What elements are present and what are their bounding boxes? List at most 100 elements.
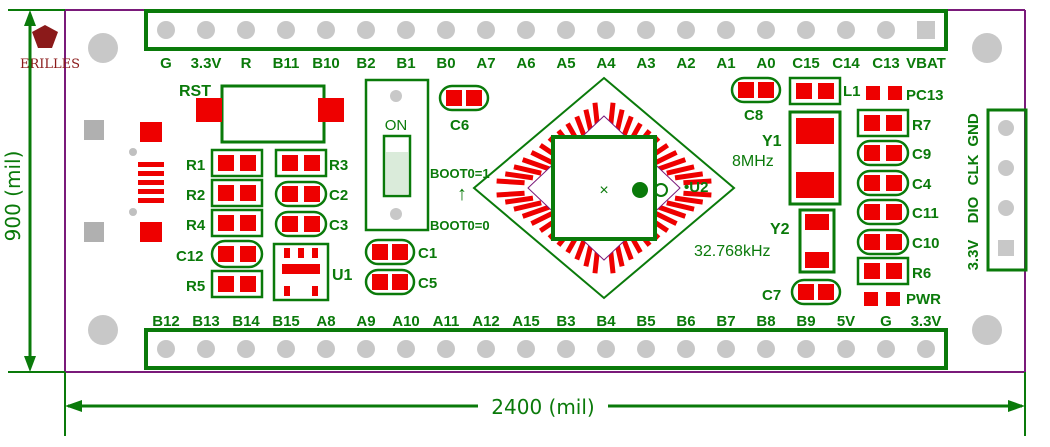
bottom-pin-label: B3	[556, 313, 575, 330]
mcu-pin	[513, 164, 542, 176]
header-pin	[797, 21, 815, 39]
header-pin	[877, 21, 895, 39]
component-c5: C5	[364, 268, 437, 296]
header-pin	[557, 340, 575, 358]
header-pin	[277, 21, 295, 39]
top-pin-label: A6	[516, 55, 535, 72]
label-c11: C11	[912, 205, 939, 222]
label-c4: C4	[912, 176, 932, 193]
component-r1: R1	[186, 148, 264, 178]
mounting-hole	[972, 315, 1002, 345]
bottom-pin-label: A10	[392, 313, 420, 330]
header-pin	[237, 21, 255, 39]
header-pin	[517, 21, 535, 39]
mcu-pin	[666, 200, 695, 212]
crystal-y1: Y1 8MHz	[732, 110, 842, 206]
header-pin	[357, 21, 375, 39]
component-r6: R6	[856, 256, 931, 286]
bottom-header-outline	[144, 328, 948, 370]
label-r4: R4	[186, 217, 206, 234]
mcu-outline	[472, 76, 736, 300]
component-c12: C12	[176, 239, 264, 269]
label-u1: U1	[332, 267, 353, 284]
header-pin	[277, 340, 295, 358]
usb-shell-pad	[84, 120, 104, 140]
label-c7: C7	[762, 287, 781, 304]
reset-pad	[318, 98, 344, 122]
boot-arrow-icon: ↑	[457, 183, 467, 205]
label-c3: C3	[329, 217, 348, 234]
header-pin	[157, 340, 175, 358]
header-pin	[197, 340, 215, 358]
swd-pin	[998, 120, 1014, 136]
header-pin	[157, 21, 175, 39]
header-pin	[717, 340, 735, 358]
top-pin-label: A0	[756, 55, 775, 72]
component-c1: C1	[364, 238, 437, 266]
component-r2: R2	[186, 178, 264, 208]
header-pin	[757, 21, 775, 39]
logo-text: ERILLES	[20, 57, 80, 72]
header-pin	[597, 21, 615, 39]
led-pwr: PWR	[864, 291, 941, 308]
swd-label-clk: CLK	[965, 154, 982, 185]
bottom-pin-label: B4	[596, 313, 616, 330]
mcu-pin	[683, 178, 712, 186]
component-c3: C3	[274, 210, 348, 238]
header-pin	[437, 340, 455, 358]
component-c7: C7	[762, 278, 842, 306]
mcu-pin	[496, 178, 525, 186]
component-c9: C9	[856, 139, 931, 167]
header-pin	[197, 21, 215, 39]
component-r4: R4	[186, 208, 264, 238]
top-pin-label: A1	[716, 55, 735, 72]
bottom-pin-label: 3.3V	[911, 313, 942, 330]
swd-label-gnd: GND	[965, 113, 982, 147]
header-pin	[917, 340, 935, 358]
header-pin-square	[917, 21, 935, 39]
swd-pin	[998, 160, 1014, 176]
pin1-marker-icon	[632, 182, 648, 198]
label-c8: C8	[744, 107, 763, 124]
arrow-right-icon	[1008, 400, 1025, 412]
reset-pad	[196, 98, 222, 122]
header-pin	[557, 21, 575, 39]
boot-switch: ON	[364, 78, 430, 232]
swd-header: GND CLK DIO 3.3V	[965, 108, 1028, 272]
swd-header-outline	[986, 108, 1028, 272]
mounting-hole	[972, 33, 1002, 63]
mcu-pin	[521, 204, 550, 219]
rst-label: RST	[179, 83, 211, 100]
label-c6: C6	[450, 117, 469, 134]
mcu-pin	[666, 164, 695, 176]
header-pin	[317, 21, 335, 39]
header-pin	[637, 340, 655, 358]
bottom-pin-label: A9	[356, 313, 375, 330]
bottom-pin-label: B5	[636, 313, 655, 330]
component-c6: C6	[438, 84, 490, 134]
top-pin-label: C14	[832, 55, 860, 72]
left-components-a: R1 R2 R4 C12 R5	[176, 148, 264, 299]
header-pin	[477, 340, 495, 358]
bottom-pin-label: G	[880, 313, 892, 330]
mcu-pin	[658, 204, 687, 219]
width-label: 2400 (mil)	[491, 395, 594, 419]
header-pin	[837, 340, 855, 358]
header-pin	[837, 21, 855, 39]
header-pin	[637, 21, 655, 39]
top-pin-label: B2	[356, 55, 375, 72]
top-pin-label: B11	[273, 55, 300, 72]
boot-1-label: BOOT0=1	[430, 166, 490, 181]
mcu-pin	[683, 190, 712, 198]
component-r7: R7	[856, 108, 931, 138]
boot-0-label: BOOT0=0	[430, 218, 490, 233]
top-pin-label: C15	[792, 55, 820, 72]
top-pin-label: C13	[872, 55, 900, 72]
label-r6: R6	[912, 265, 931, 282]
header-pin	[517, 340, 535, 358]
usb-connector	[84, 120, 164, 242]
label-c9: C9	[912, 146, 931, 163]
led-pc13: PC13	[866, 86, 944, 104]
